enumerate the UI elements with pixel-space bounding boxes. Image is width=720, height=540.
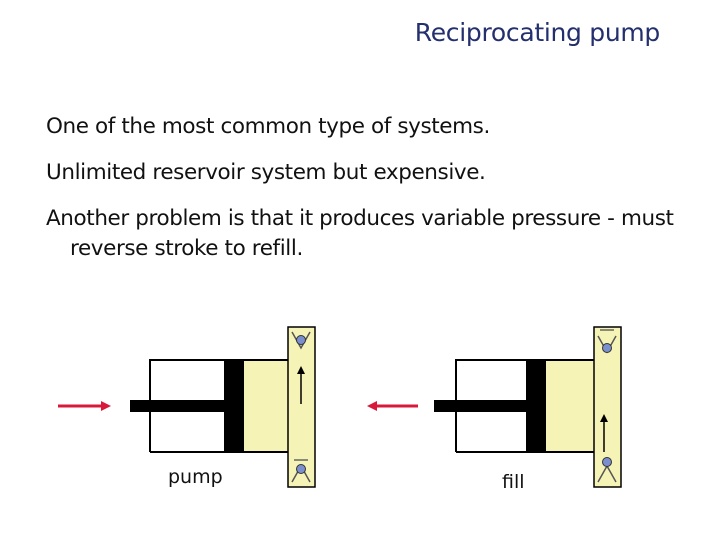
piston-rod [434, 400, 526, 412]
valve-ball-icon [602, 457, 612, 467]
cylinder-wall [455, 359, 546, 452]
pump-stroke-diagram: pump [58, 326, 316, 488]
piston [526, 360, 546, 452]
bullet-item: Another problem is that it produces vari… [46, 206, 674, 261]
outlet-check-valve [597, 329, 617, 354]
piston-rod [130, 400, 224, 412]
valve-ball-icon [296, 464, 306, 474]
outlet-check-valve [291, 331, 311, 350]
inlet-check-valve [597, 457, 617, 483]
bullet-item: Unlimited reservoir system but expensive… [46, 160, 486, 185]
fluid-chamber [244, 360, 292, 452]
valve-ball-icon [602, 343, 612, 353]
bullet-item: One of the most common type of systems. [46, 114, 490, 139]
valve-housing [287, 326, 316, 488]
fill-caption: fill [502, 471, 525, 493]
fill-stroke-diagram: fill [367, 326, 622, 493]
piston [224, 360, 244, 452]
inlet-check-valve [291, 459, 311, 483]
pump-caption: pump [168, 466, 223, 488]
bullet-list: One of the most common type of systems. … [46, 112, 686, 280]
slide-title: Reciprocating pump [414, 18, 661, 47]
fluid-chamber [546, 360, 598, 452]
valve-ball-icon [296, 335, 306, 345]
cylinder-wall [149, 359, 244, 452]
